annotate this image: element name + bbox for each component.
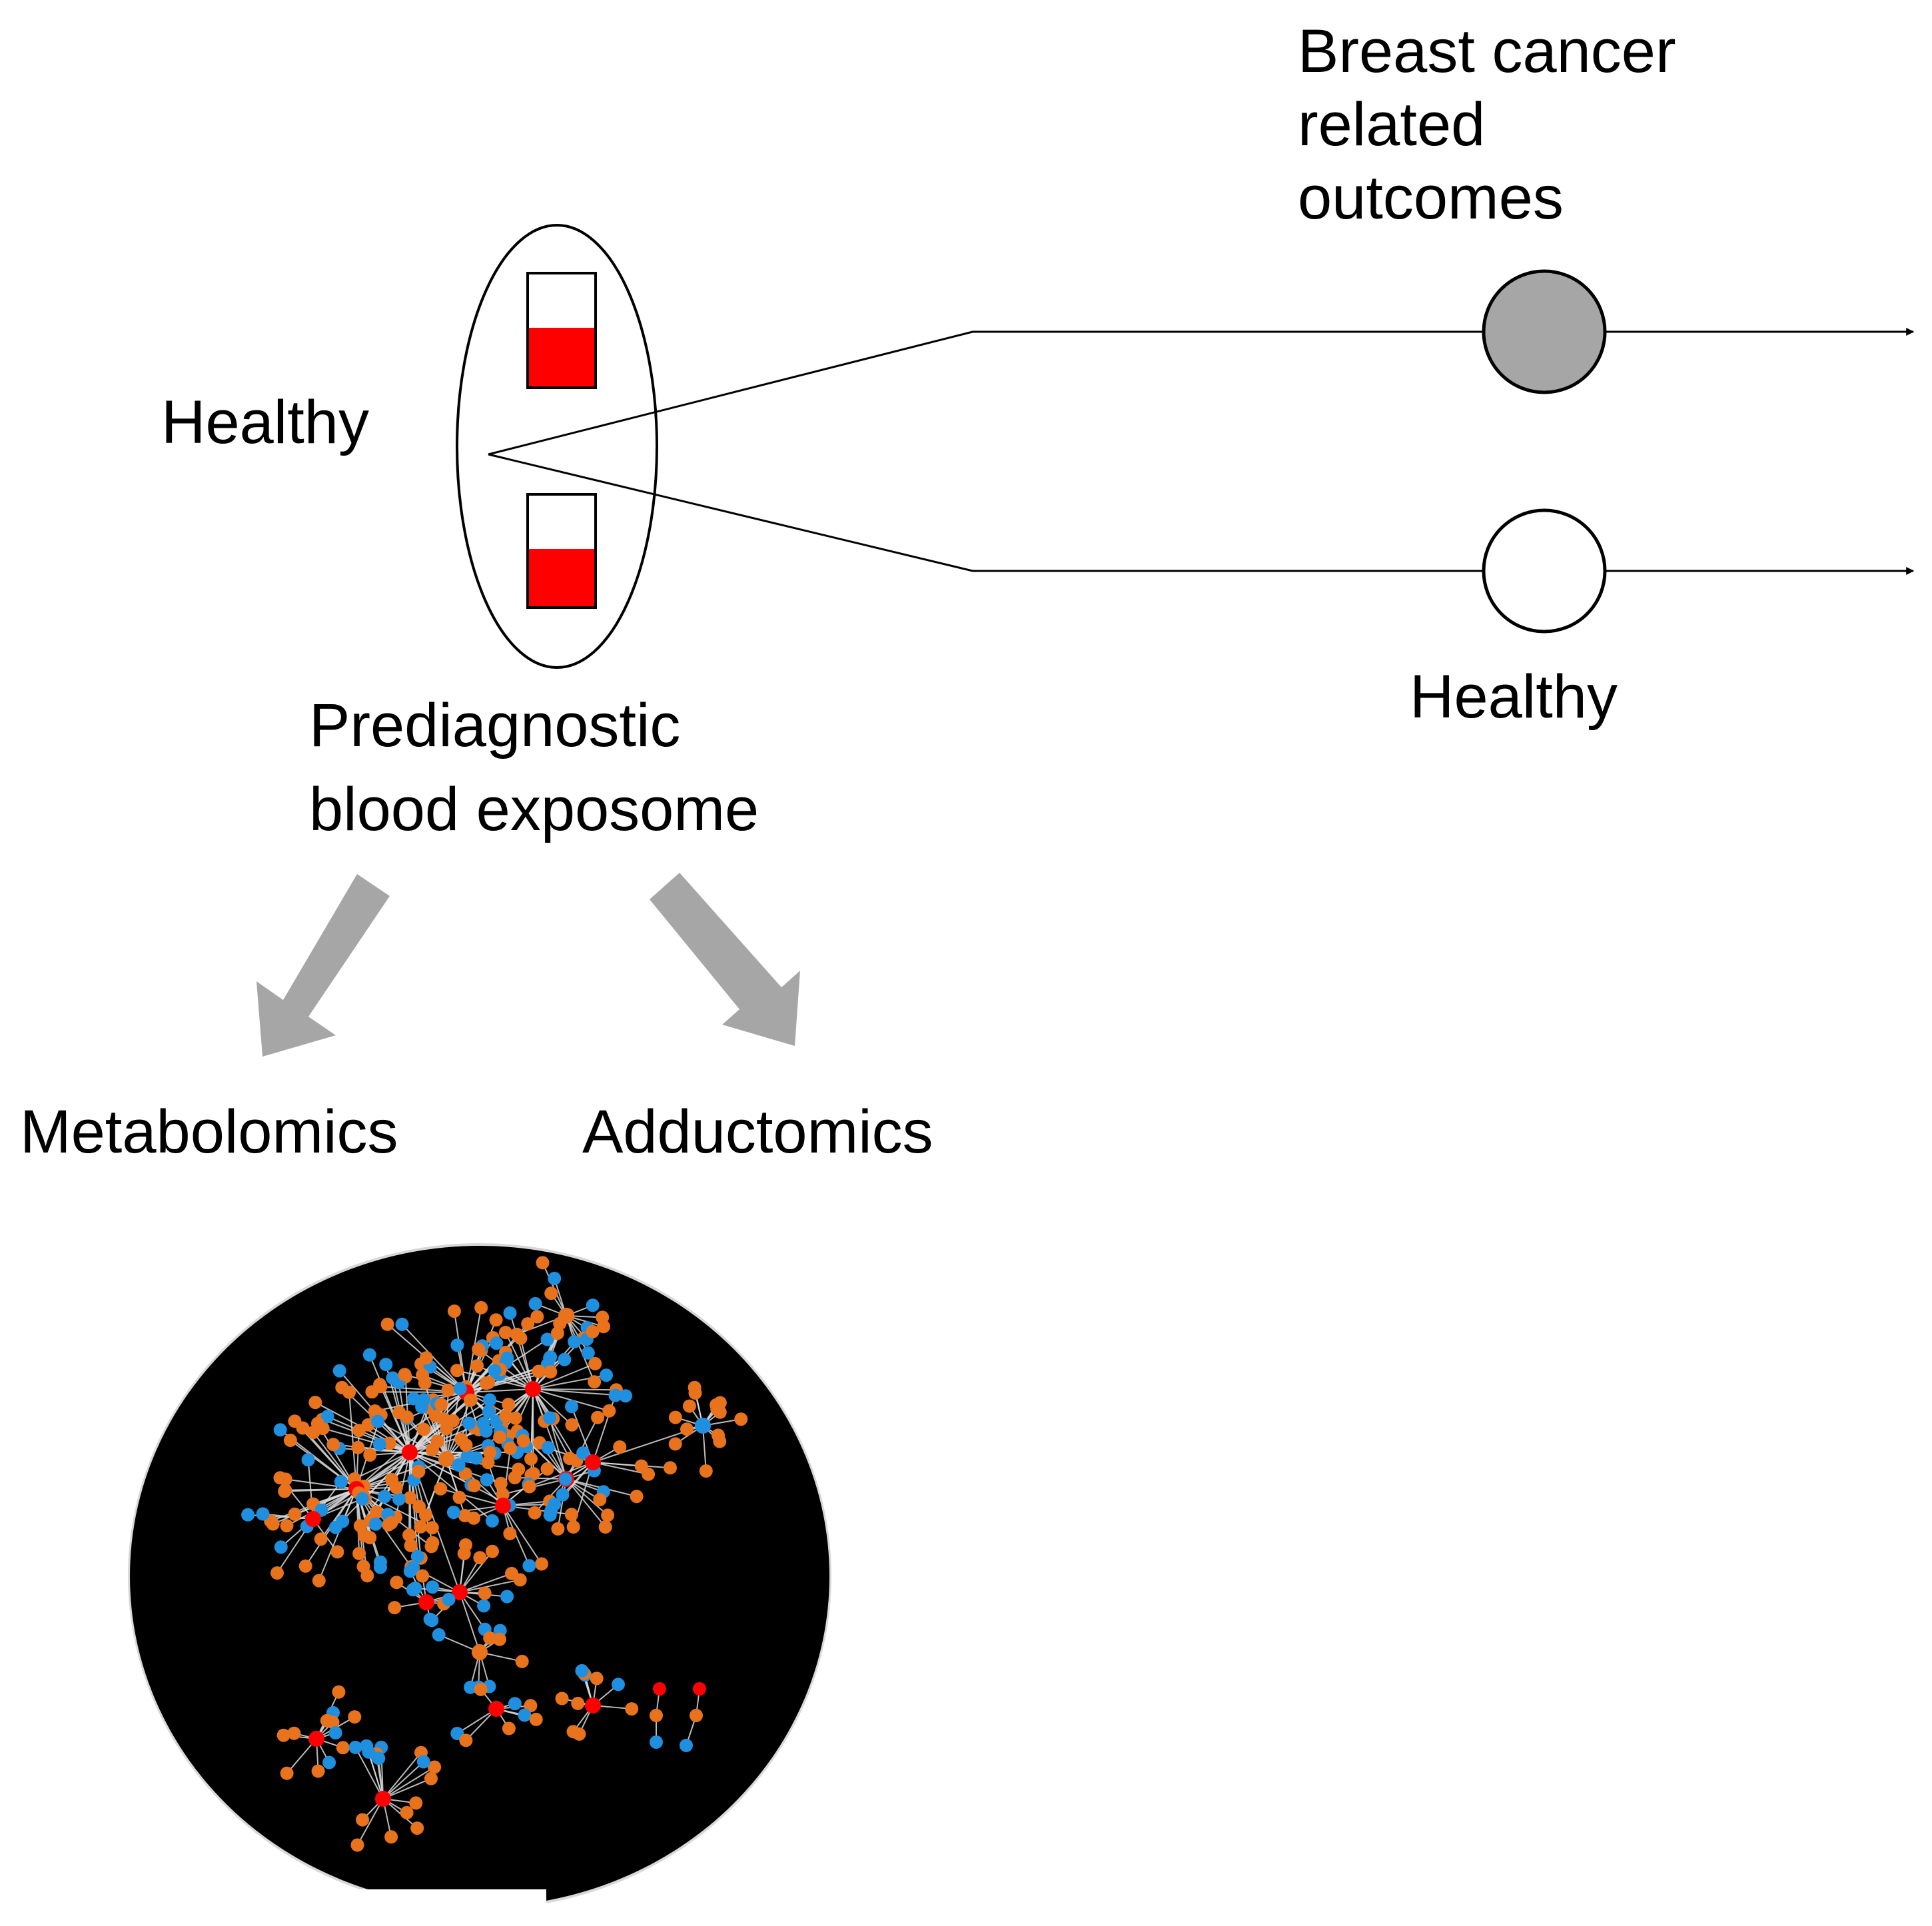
outcome-label-line2: related bbox=[1298, 91, 1485, 159]
flow-arrow-to-adductomics-icon bbox=[650, 873, 800, 1046]
blood-sample-tube-icon bbox=[526, 493, 597, 609]
blood-sample-ellipse bbox=[456, 224, 658, 669]
adductomics-label: Adductomics bbox=[582, 1098, 933, 1166]
control-outcome-circle bbox=[1482, 508, 1607, 634]
outcome-label-line3: outcomes bbox=[1298, 164, 1564, 232]
molecular-network-icon bbox=[128, 1243, 831, 1926]
blood-sample-tube-icon bbox=[526, 272, 597, 389]
healthy-baseline-label: Healthy bbox=[161, 388, 369, 456]
outcome-label-line1: Breast cancer bbox=[1298, 17, 1676, 85]
case-followup-line bbox=[488, 330, 1482, 456]
exposome-label-line2: blood exposome bbox=[309, 775, 759, 843]
control-followup-line bbox=[488, 453, 1482, 572]
flow-arrow-to-metabolomics-icon bbox=[256, 874, 390, 1057]
case-outcome-circle bbox=[1482, 269, 1607, 394]
metabolomics-label: Metabolomics bbox=[20, 1098, 398, 1166]
exposome-label-line1: Prediagnostic bbox=[309, 692, 680, 759]
healthy-outcome-label: Healthy bbox=[1410, 663, 1618, 731]
